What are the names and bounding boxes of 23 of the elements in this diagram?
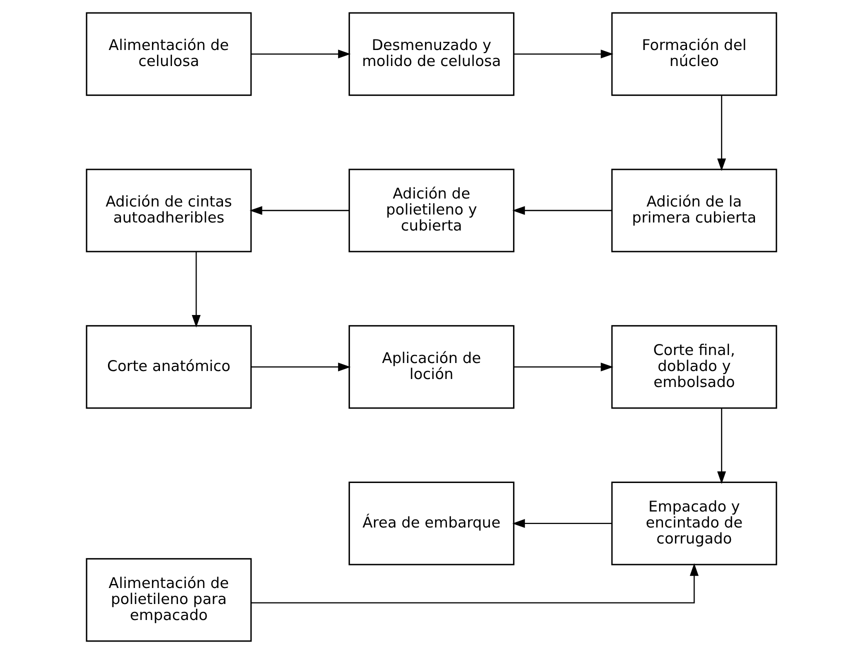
arrow: [513, 50, 613, 58]
arrow: [513, 362, 613, 372]
node-box: Corte anatómico: [85, 325, 252, 409]
arrow: [249, 206, 349, 215]
node-box: Adición de cintas autoadheribles: [85, 168, 252, 252]
node-box: Alimentación de celulosa: [85, 12, 252, 96]
arrow: [512, 519, 612, 528]
arrow: [191, 252, 200, 328]
node-box: Formación del núcleo: [610, 12, 777, 96]
node-box: Adición de polietileno y cubierta: [348, 168, 514, 252]
node-box: Desmenuzado y molido de celulosa: [348, 12, 514, 96]
node-box: Empacado y encintado de corrugado: [610, 482, 777, 566]
arrow: [250, 50, 350, 58]
node-box: Área de embarque: [348, 482, 514, 566]
arrow: [716, 408, 726, 484]
arrow: [512, 206, 612, 215]
arrow: [250, 563, 698, 604]
node-box: Corte final, doblado y embolsado: [610, 325, 777, 409]
arrow: [716, 96, 726, 172]
node-box: Alimentación de polietileno para empacado: [85, 558, 252, 642]
node-box: Adición de la primera cubierta: [610, 168, 777, 252]
arrow: [250, 362, 350, 372]
node-box: Aplicación de loción: [348, 325, 514, 409]
